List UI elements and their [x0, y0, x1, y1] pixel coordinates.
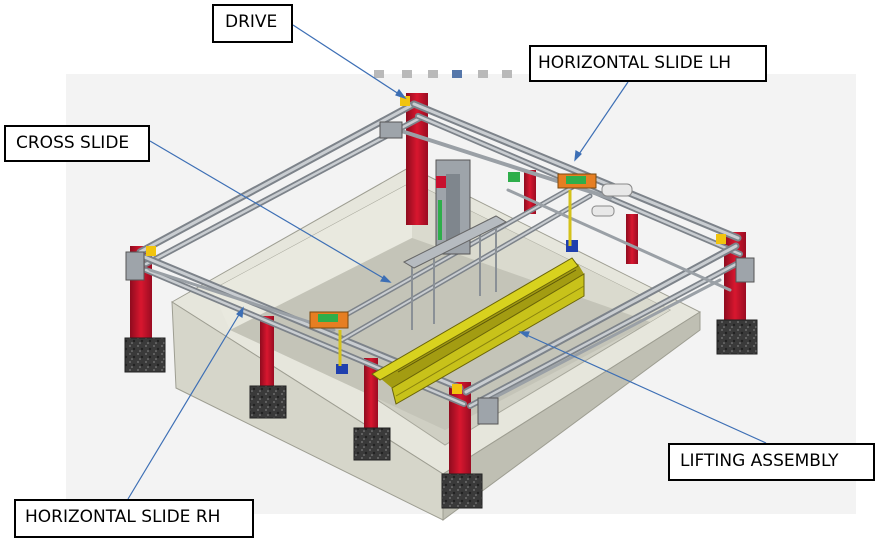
label-lifting-assembly: LIFTING ASSEMBLY — [668, 443, 875, 481]
leader-lifting-assembly — [519, 331, 767, 444]
cross-slide-tower — [402, 159, 508, 330]
leader-lines — [127, 24, 767, 500]
tank — [171, 166, 702, 521]
label-horizontal-slide-rh: HORIZONTAL SLIDE RH — [14, 499, 254, 538]
leader-cross-slide — [149, 140, 391, 283]
label-drive: DRIVE — [212, 4, 293, 43]
lifting-beam — [371, 257, 585, 405]
label-horizontal-slide-lh: HORIZONTAL SLIDE LH — [529, 45, 767, 82]
leader-drive — [292, 24, 406, 99]
drive-units — [125, 96, 755, 425]
cad-toolbar-icons — [374, 70, 512, 78]
leader-horizontal-slide-rh — [127, 307, 244, 500]
leader-horizontal-slide-lh — [574, 81, 629, 161]
slide-blocks — [309, 172, 597, 374]
label-cross-slide: CROSS SLIDE — [4, 125, 150, 162]
